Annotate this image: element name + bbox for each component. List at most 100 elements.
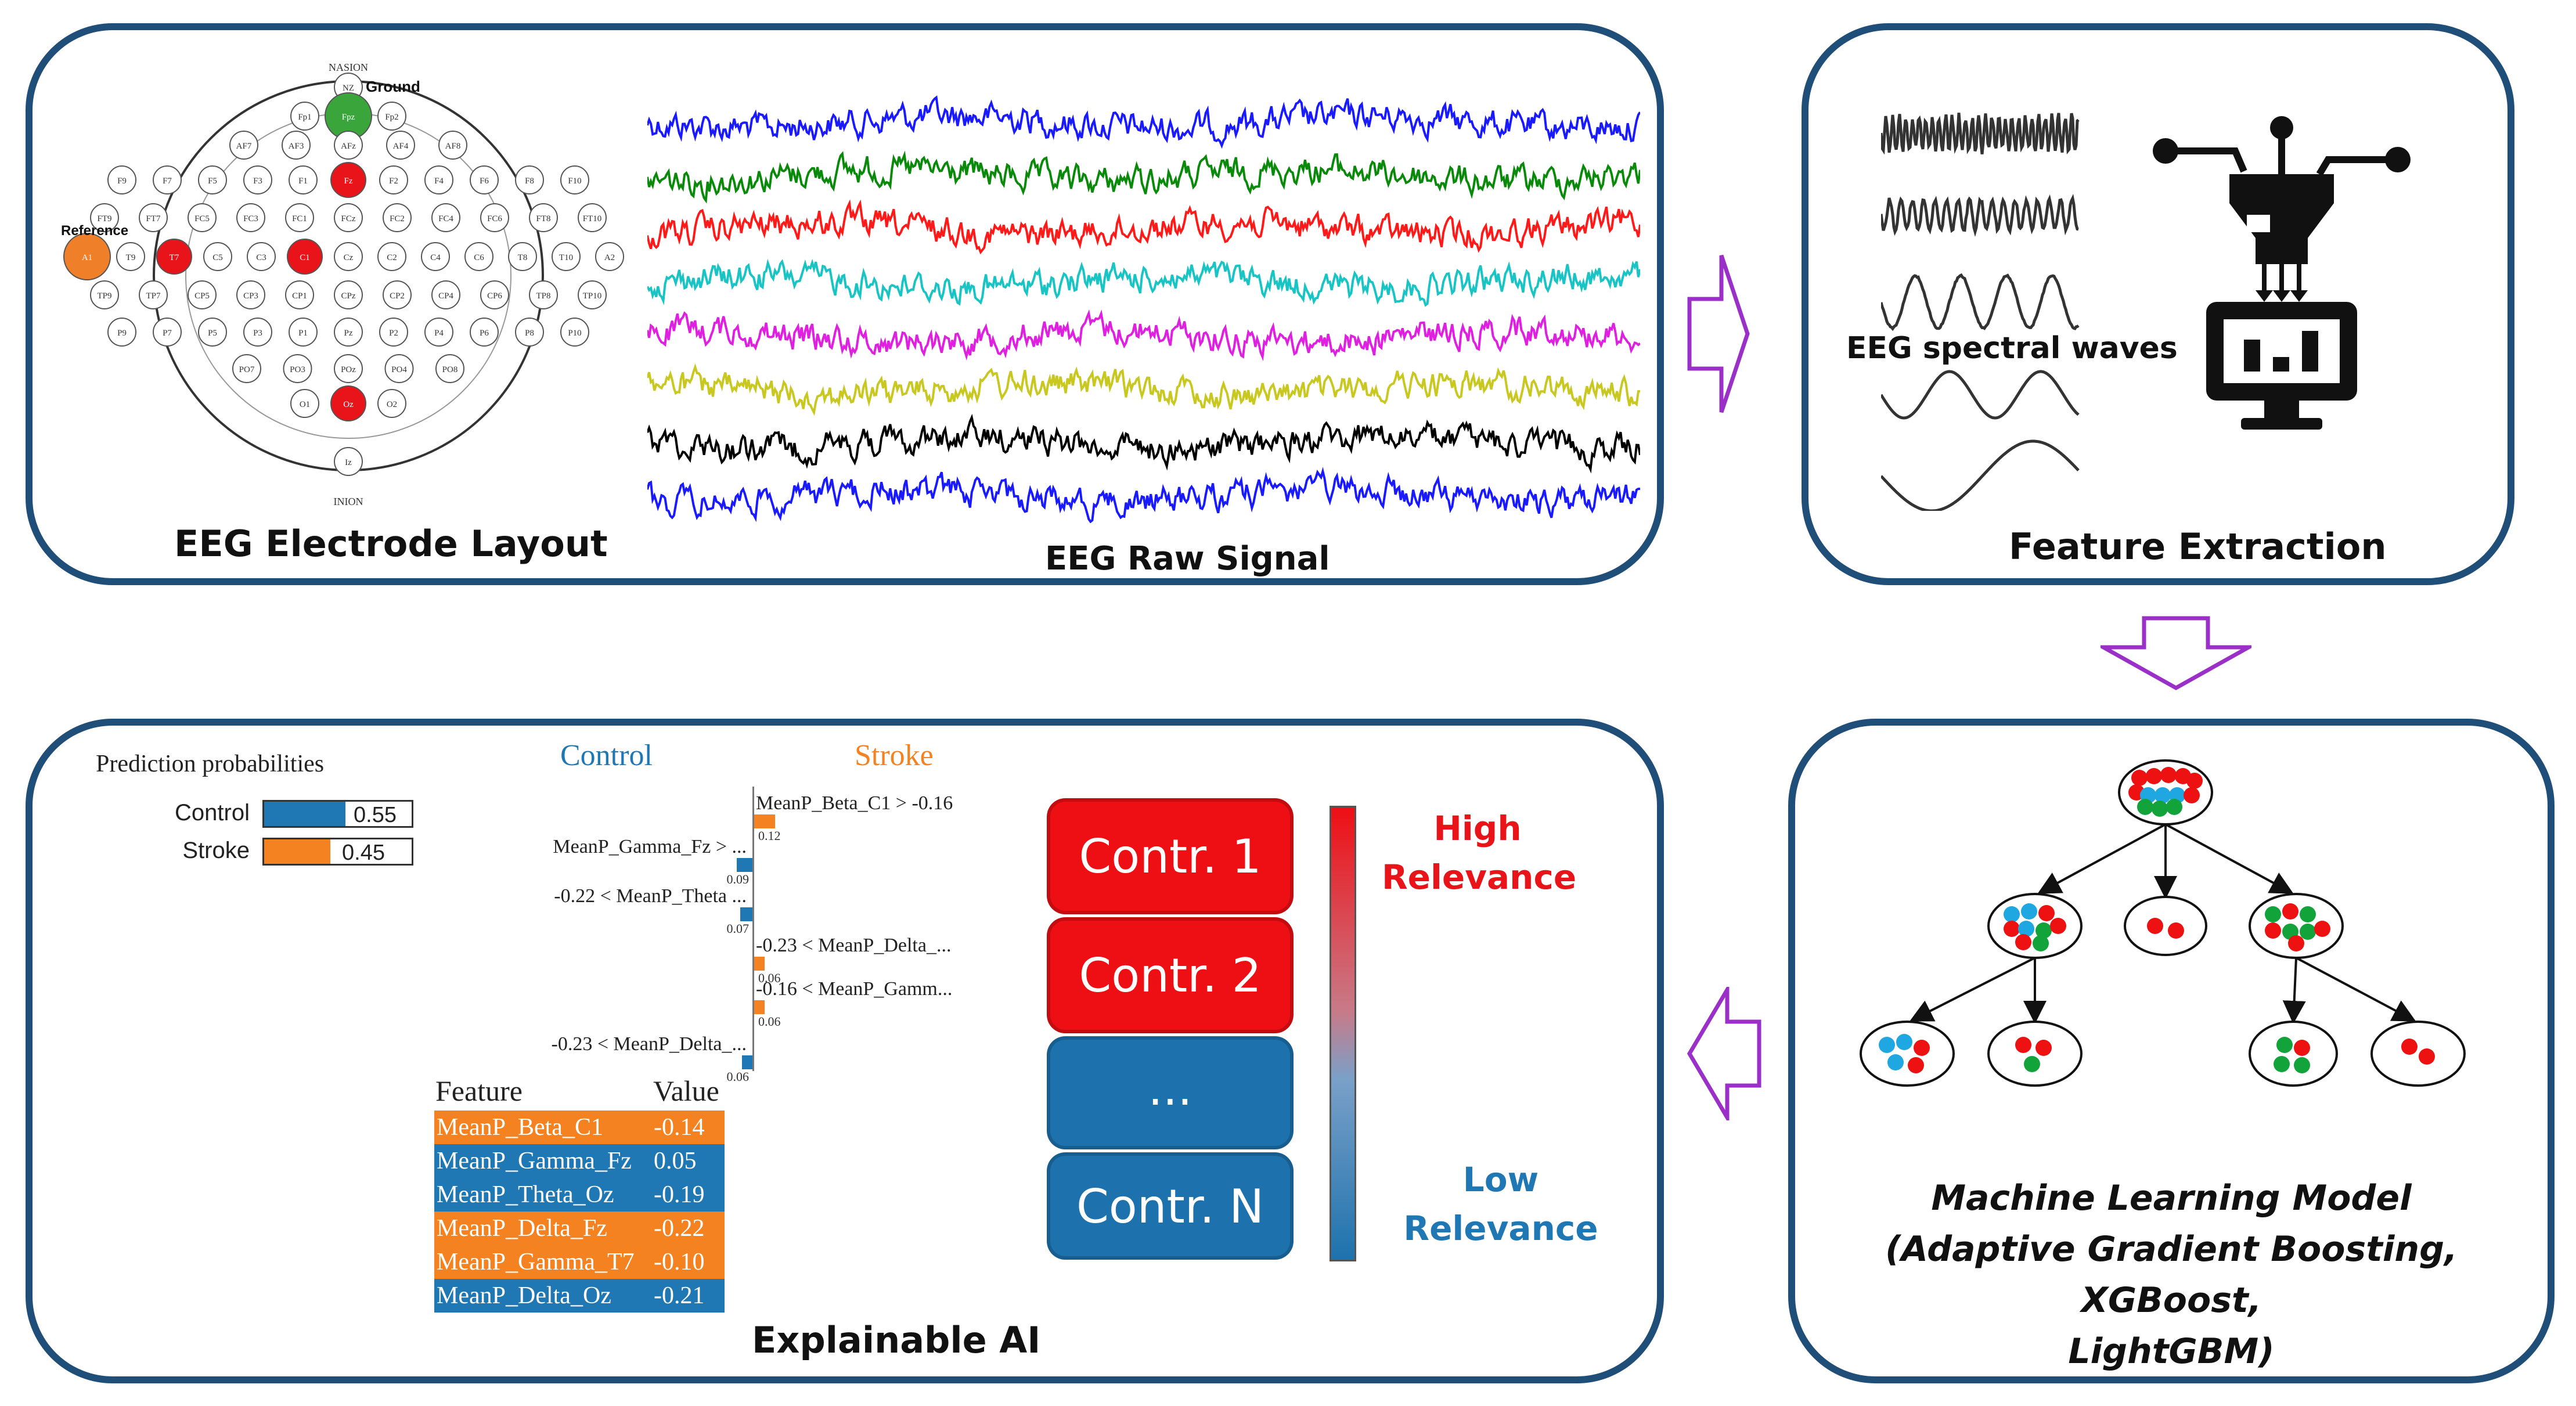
electrode-af8: AF8 — [438, 131, 467, 160]
spectral-waves-label: EEG spectral waves — [1846, 331, 2178, 366]
svg-text:A2: A2 — [604, 253, 615, 262]
contribution-bar-1 — [754, 814, 775, 828]
contribution-label-3: -0.22 < MeanP_Theta ... — [554, 885, 747, 907]
feature-table-row: MeanP_Delta_Fz-0.22 — [434, 1212, 725, 1245]
svg-text:T7: T7 — [170, 253, 179, 262]
svg-text:FT8: FT8 — [536, 214, 550, 223]
low-relevance-line2: Relevance — [1403, 1209, 1598, 1248]
feature-value-cell: -0.10 — [654, 1249, 705, 1275]
electrode-tp7: TP7 — [139, 280, 168, 309]
sample-dot — [2288, 935, 2304, 951]
svg-text:PO8: PO8 — [442, 365, 458, 374]
contribution-bar-4 — [754, 957, 765, 971]
tree-edge — [2282, 957, 2306, 1024]
svg-text:P8: P8 — [525, 329, 534, 338]
sample-dot — [2276, 1037, 2293, 1053]
electrode-t9: T9 — [116, 242, 145, 271]
sample-dot — [2015, 934, 2031, 950]
electrode-p6: P6 — [470, 318, 499, 347]
svg-text:Pz: Pz — [344, 329, 353, 338]
electrode-p5: P5 — [198, 318, 227, 347]
electrode-ft9: FT9 — [90, 203, 119, 232]
contribution-bar-6 — [742, 1055, 752, 1069]
svg-text:FC3: FC3 — [243, 214, 258, 223]
svg-text:C3: C3 — [256, 253, 266, 262]
eeg-channel-trace-4 — [647, 258, 1640, 307]
feature-extraction-caption: Feature Extraction — [2009, 525, 2387, 568]
svg-text:C2: C2 — [387, 253, 397, 262]
feature-value-cell: 0.05 — [654, 1148, 697, 1174]
sample-dot — [2419, 1048, 2435, 1065]
svg-text:FT10: FT10 — [583, 214, 602, 223]
contribution-box-1: Contr. 1 — [1047, 798, 1294, 914]
sample-dot — [2152, 801, 2168, 817]
spectral-waves-graphic — [1881, 113, 2080, 511]
contribution-bar-5 — [754, 1000, 765, 1014]
svg-text:P1: P1 — [298, 329, 308, 338]
svg-text:A1: A1 — [82, 253, 92, 262]
sample-dot — [1908, 1057, 1924, 1073]
spectral-wave-3 — [1881, 273, 2080, 331]
svg-text:AF7: AF7 — [236, 142, 252, 151]
electrode-f7: F7 — [153, 165, 182, 194]
feature-table-row: MeanP_Theta_Oz-0.19 — [434, 1178, 725, 1212]
tree-edge — [2296, 957, 2416, 1022]
tree-edge — [2037, 823, 2166, 894]
arrow-left-icon — [1687, 987, 1761, 1120]
prob-value-control: 0.55 — [354, 803, 397, 827]
sample-dot — [2160, 767, 2177, 783]
svg-text:P7: P7 — [163, 329, 172, 338]
eeg-channel-trace-1 — [647, 95, 1640, 149]
tree-edge — [1909, 957, 2035, 1022]
electrode-cp6: CP6 — [480, 280, 509, 309]
svg-text:Fpz: Fpz — [342, 113, 355, 122]
feature-funnel-monitor-icon — [2153, 116, 2411, 430]
svg-text:P2: P2 — [389, 329, 398, 338]
eeg-raw-signal-plot — [647, 95, 1640, 524]
svg-text:F7: F7 — [163, 176, 172, 186]
prob-value-stroke: 0.45 — [342, 841, 385, 865]
electrode-fz: Fz — [330, 162, 366, 198]
svg-text:TP8: TP8 — [536, 291, 550, 301]
electrode-fcz: FCz — [334, 203, 363, 232]
feature-value-cell: -0.22 — [654, 1215, 705, 1242]
spectral-wave-4 — [1881, 370, 2080, 420]
electrode-po7: PO7 — [232, 354, 261, 383]
electrode-fc2: FC2 — [383, 203, 412, 232]
electrode-f4: F4 — [424, 165, 453, 194]
sample-dot — [2265, 906, 2281, 922]
svg-text:F2: F2 — [389, 176, 398, 186]
electrode-tp9: TP9 — [90, 280, 119, 309]
sample-dot — [2038, 905, 2055, 921]
electrode-p3: P3 — [243, 318, 272, 347]
eeg-channel-trace-3 — [647, 199, 1640, 255]
high-relevance-label: High Relevance — [1382, 804, 1576, 902]
svg-text:FT9: FT9 — [97, 214, 111, 223]
svg-text:FC2: FC2 — [390, 214, 405, 223]
svg-text:CP1: CP1 — [292, 291, 307, 301]
svg-text:C5: C5 — [212, 253, 223, 262]
svg-text:Iz: Iz — [345, 458, 352, 467]
svg-text:P4: P4 — [434, 329, 444, 338]
electrode-f6: F6 — [470, 165, 499, 194]
electrode-p8: P8 — [515, 318, 544, 347]
sample-dot — [2137, 799, 2153, 815]
sample-dot — [2184, 787, 2200, 803]
electrode-fc6: FC6 — [480, 203, 509, 232]
sample-dot — [2166, 799, 2182, 815]
svg-text:Cz: Cz — [344, 253, 354, 262]
electrode-p9: P9 — [107, 318, 136, 347]
contribution-box-2: Contr. 2 — [1047, 917, 1294, 1033]
svg-text:P6: P6 — [480, 329, 489, 338]
electrode-fc4: FC4 — [431, 203, 460, 232]
contribution-label-6: -0.23 < MeanP_Delta_... — [551, 1033, 747, 1055]
arrow-right-icon — [1687, 254, 1750, 413]
svg-text:T10: T10 — [559, 253, 573, 262]
electrode-p4: P4 — [424, 318, 453, 347]
electrode-af7: AF7 — [229, 131, 258, 160]
svg-text:FC1: FC1 — [292, 214, 307, 223]
svg-text:O2: O2 — [387, 400, 397, 409]
